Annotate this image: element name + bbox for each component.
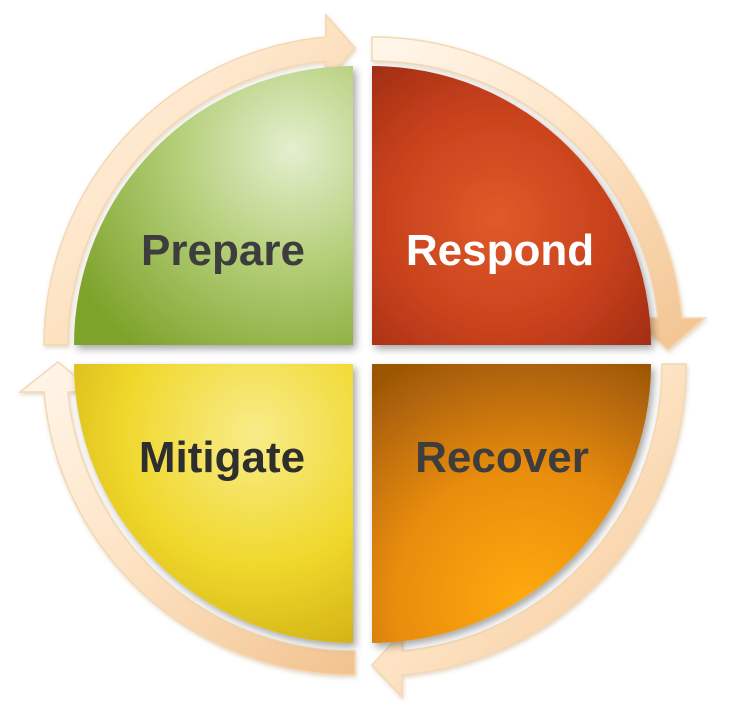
- label-prepare: Prepare: [141, 226, 305, 275]
- quadrant-mitigate: [74, 364, 353, 643]
- label-respond: Respond: [406, 226, 594, 275]
- quadrant-recover: [372, 364, 651, 643]
- arrow-to-respond: [43, 13, 356, 346]
- quadrant-respond: [372, 66, 651, 345]
- arrow-to-recover: [371, 36, 708, 351]
- quadrants: [74, 66, 651, 643]
- arrow-to-mitigate: [370, 363, 687, 699]
- label-mitigate: Mitigate: [139, 433, 305, 482]
- quadrant-labels: Prepare Respond Recover Mitigate: [139, 226, 594, 482]
- label-recover: Recover: [415, 433, 589, 482]
- cycle-arrows: [17, 13, 708, 699]
- quadrant-prepare: [74, 66, 353, 345]
- arrow-to-prepare: [17, 361, 356, 676]
